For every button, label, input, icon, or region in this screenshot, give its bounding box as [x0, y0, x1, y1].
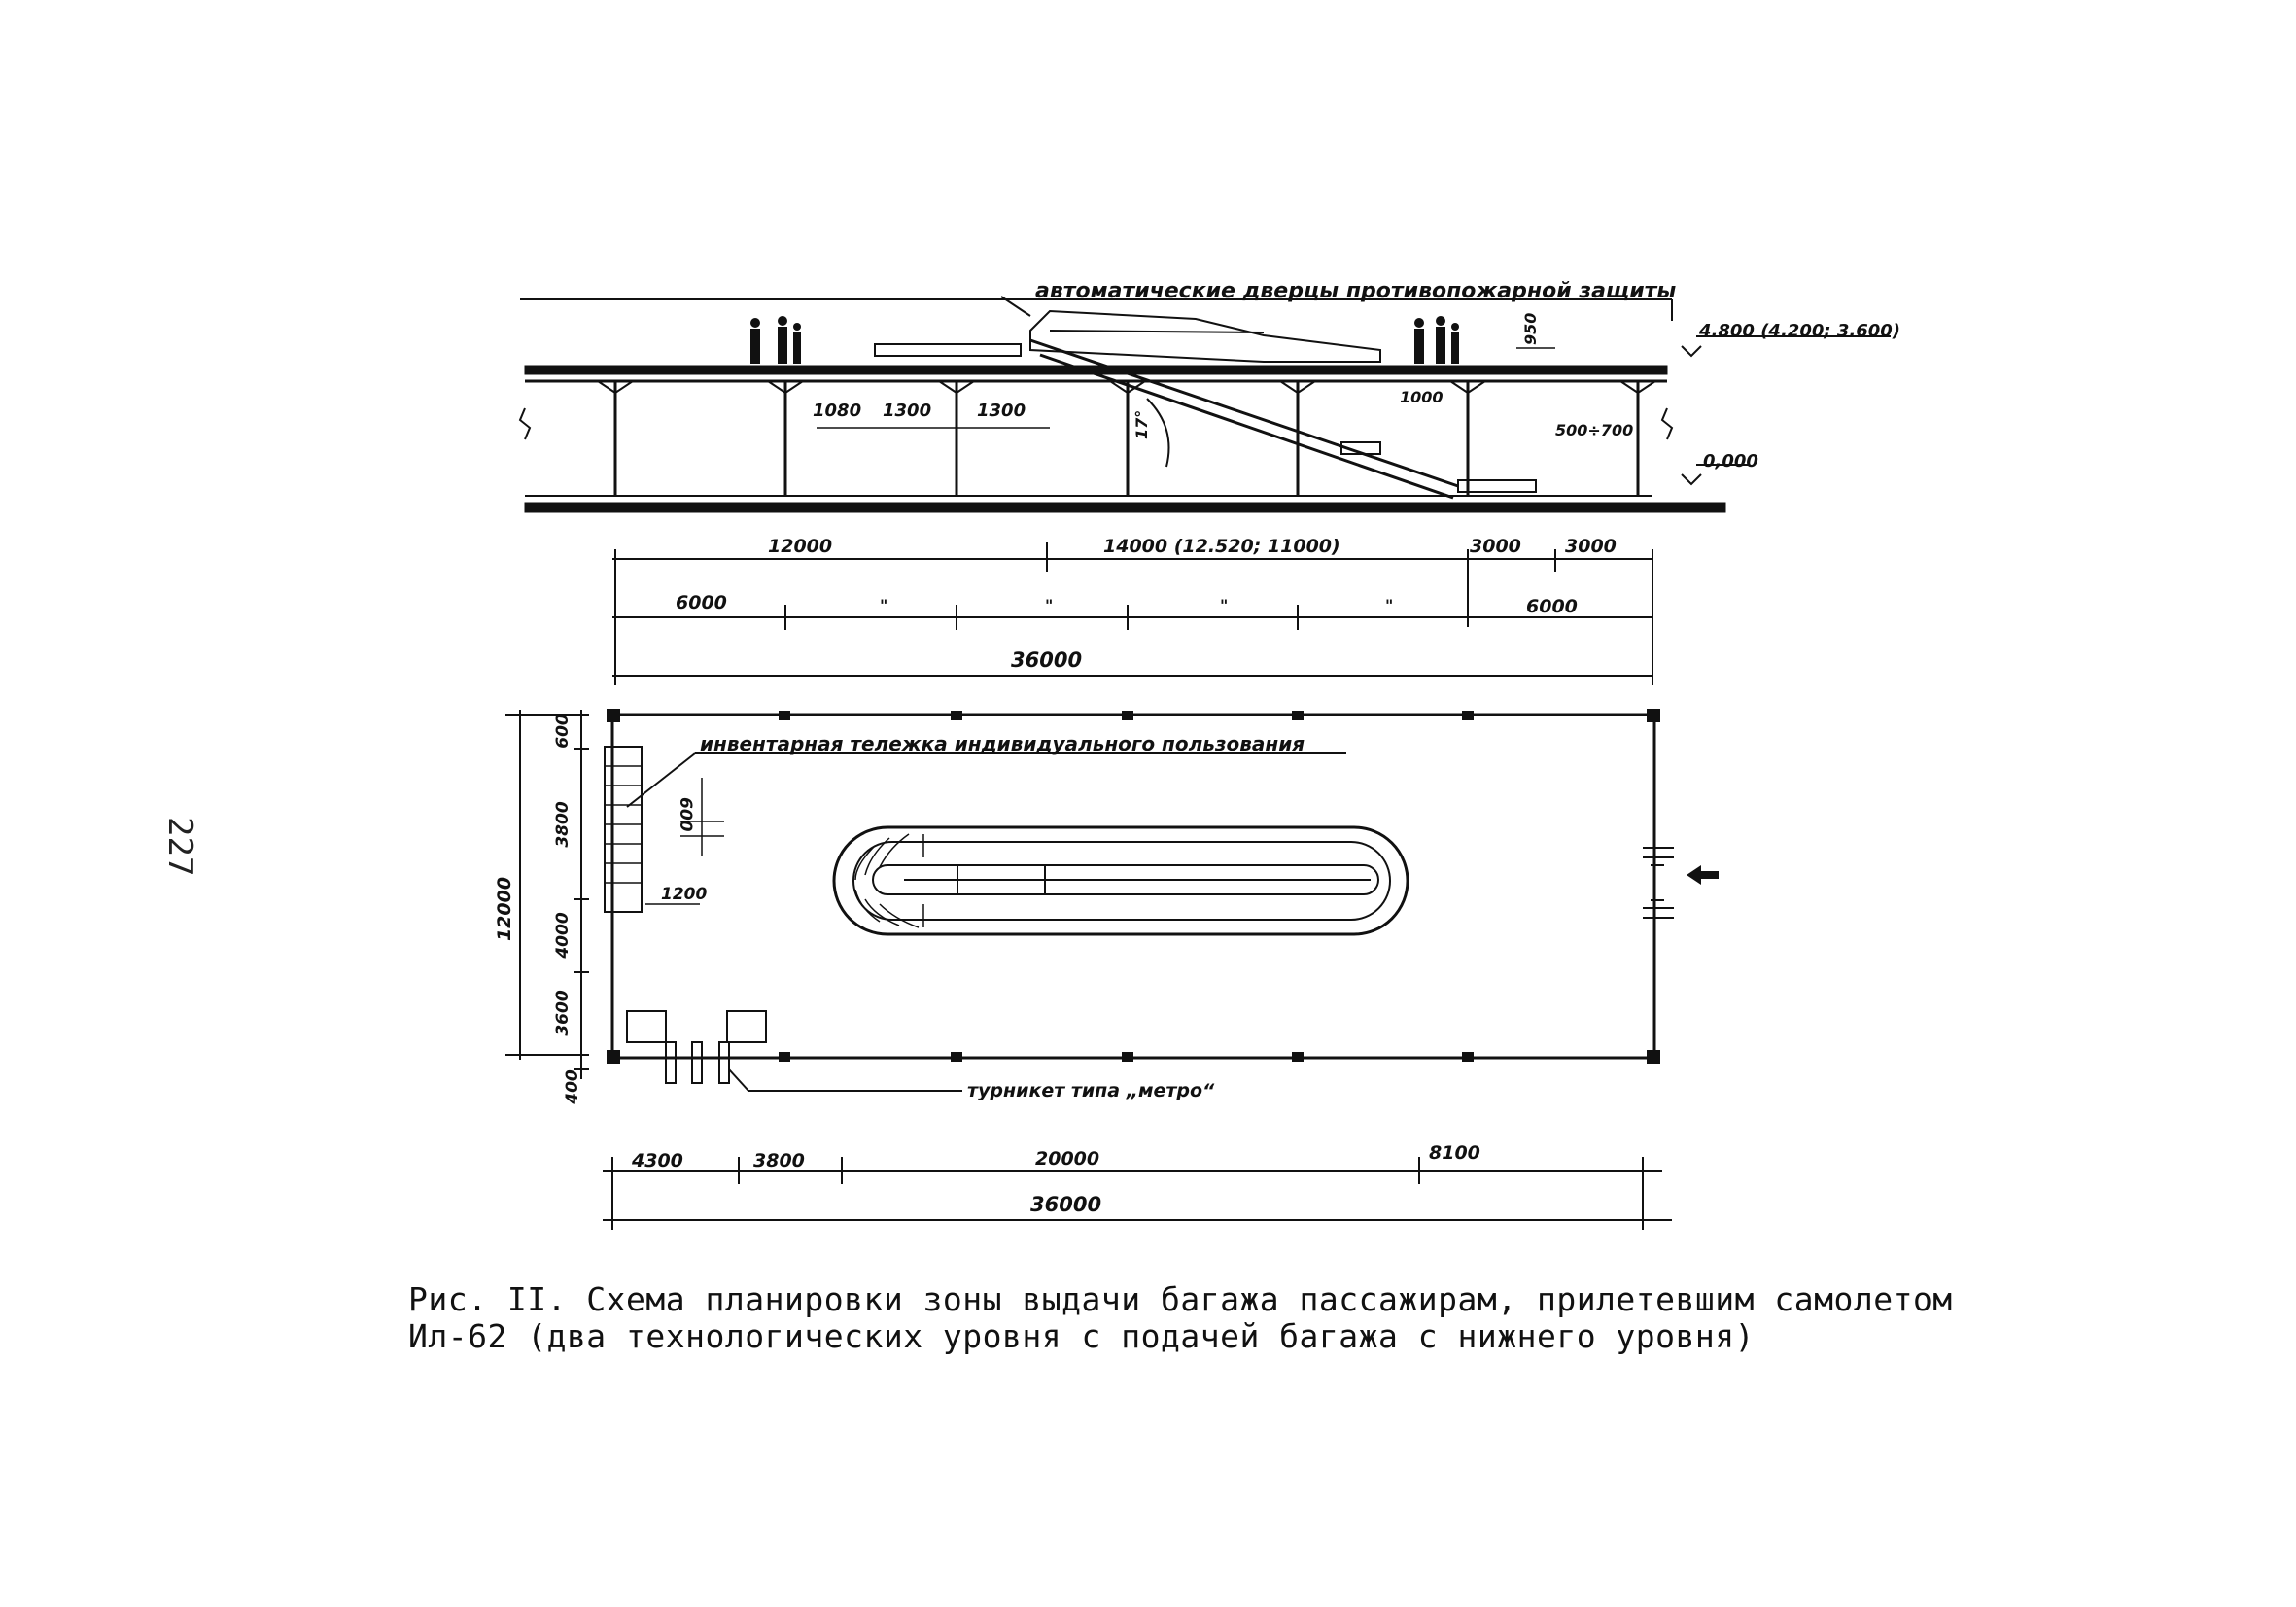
- label-level-bottom: 0,000: [1703, 451, 1758, 472]
- dim-left-total: 12000: [494, 877, 515, 941]
- caption-line-2: Ил-62 (два технологических уровня с пода…: [408, 1317, 1756, 1355]
- label-level-top: 4.800 (4.200; 3.600): [1698, 321, 1900, 341]
- dim-1300-a: 1300: [883, 401, 931, 421]
- dim-950: 950: [1521, 313, 1540, 345]
- dim-grid-ditto-4: ": [1385, 596, 1393, 614]
- dim-grid-ditto-3: ": [1220, 596, 1228, 614]
- plan-labels: инвентарная тележка индивидуального поль…: [494, 714, 1305, 1105]
- top-dimension-labels: 12000 14000 (12.520; 11000) 3000 3000 60…: [676, 536, 1617, 672]
- dim-bottom-total: 36000: [1030, 1193, 1101, 1216]
- top-dimension-lines: [612, 542, 1653, 685]
- figure-caption: Рис. II. Схема планировки зоны выдачи ба…: [408, 1281, 2061, 1355]
- plan-view: [505, 709, 1719, 1092]
- dim-grid-ditto-2: ": [1045, 596, 1053, 614]
- dim-top-3000-a: 3000: [1470, 536, 1521, 557]
- dim-left-400: 400: [563, 1069, 582, 1105]
- dim-600-trolley: 600: [676, 797, 695, 832]
- dim-left-600: 600: [553, 714, 573, 749]
- label-trolley: инвентарная тележка индивидуального поль…: [700, 732, 1305, 755]
- dim-top-12000: 12000: [768, 536, 832, 557]
- dim-500-700: 500÷700: [1555, 421, 1633, 439]
- dim-left-3800: 3800: [553, 801, 573, 847]
- dim-top-3000-b: 3000: [1565, 536, 1617, 557]
- dim-bottom-3800: 3800: [753, 1150, 805, 1171]
- dim-top-total: 36000: [1011, 648, 1082, 672]
- dim-1200-trolley: 1200: [661, 885, 707, 904]
- dim-left-3600: 3600: [553, 990, 573, 1035]
- dim-grid-ditto-1: ": [880, 596, 887, 614]
- label-turnstile: турникет типа „метро“: [967, 1080, 1215, 1101]
- dim-grid-6000-a: 6000: [676, 592, 727, 613]
- dim-bottom-20000: 20000: [1035, 1148, 1099, 1170]
- dim-1000: 1000: [1400, 388, 1444, 406]
- dim-1080: 1080: [813, 401, 861, 421]
- caption-line-1: Рис. II. Схема планировки зоны выдачи ба…: [408, 1280, 1953, 1318]
- section-view: [518, 296, 1891, 513]
- dim-bottom-8100: 8100: [1429, 1142, 1480, 1164]
- dim-top-14000: 14000 (12.520; 11000): [1103, 536, 1340, 557]
- section-labels: автоматические дверцы противопожарной за…: [813, 279, 1900, 472]
- bottom-dimension-lines: [603, 1157, 1672, 1230]
- dim-left-4000: 4000: [553, 912, 573, 959]
- label-fire-doors: автоматические дверцы противопожарной за…: [1035, 279, 1676, 303]
- dim-grid-6000-b: 6000: [1526, 596, 1578, 617]
- angle-label: 17°: [1132, 410, 1151, 439]
- dim-1300-b: 1300: [977, 401, 1026, 421]
- bottom-dimension-labels: 4300 3800 20000 8100 36000: [631, 1142, 1480, 1216]
- dim-bottom-4300: 4300: [631, 1150, 683, 1171]
